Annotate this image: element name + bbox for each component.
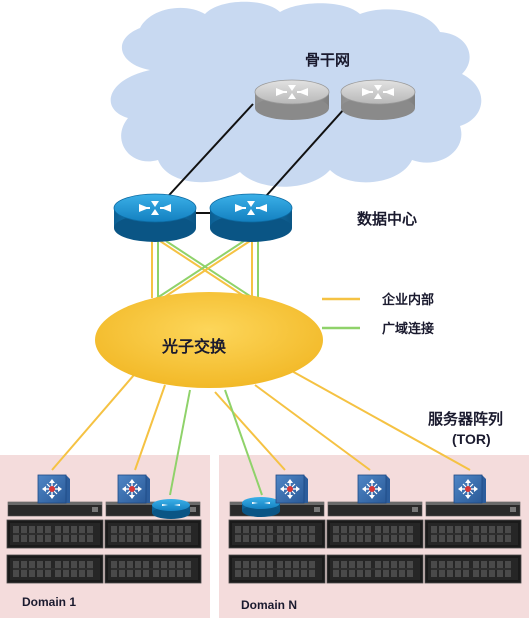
optical-switch-node bbox=[95, 292, 323, 388]
dc-router-left-icon bbox=[114, 194, 196, 242]
tor-switch-icon bbox=[37, 474, 71, 504]
domain-n-label: Domain N bbox=[241, 598, 298, 612]
server-rack-icon bbox=[6, 519, 104, 549]
backbone-router-left-icon bbox=[255, 80, 329, 120]
tor-abbrev-label: (TOR) bbox=[452, 431, 491, 447]
server-rack-icon bbox=[326, 554, 424, 584]
ocs-to-tor-links bbox=[51, 367, 471, 496]
backbone-router-right-icon bbox=[341, 80, 415, 120]
wan-router-icon bbox=[242, 497, 280, 517]
server-rack-icon bbox=[228, 554, 326, 584]
tor-switch-body bbox=[7, 501, 103, 517]
server-rack-icon bbox=[228, 519, 326, 549]
backbone-label: 骨干网 bbox=[305, 51, 351, 69]
server-rack-icon bbox=[104, 554, 202, 584]
tor-switch-icon bbox=[275, 474, 309, 504]
server-rack-icon bbox=[6, 554, 104, 584]
server-array-label: 服务器阵列 bbox=[428, 410, 504, 428]
legend-label-enterprise: 企业内部 bbox=[382, 293, 435, 308]
dc-to-ocs-links bbox=[151, 240, 259, 301]
tor-switch-icon bbox=[453, 474, 487, 504]
server-rack-icon bbox=[104, 519, 202, 549]
tor-switch-icon bbox=[117, 474, 151, 504]
dc-router-right-icon bbox=[210, 194, 292, 242]
server-rack-icon bbox=[424, 519, 522, 549]
tor-switch-icon bbox=[357, 474, 391, 504]
domain-1-label: Domain 1 bbox=[22, 595, 77, 609]
server-rack-icon bbox=[424, 554, 522, 584]
datacenter-label: 数据中心 bbox=[357, 210, 418, 228]
tor-switch-body bbox=[425, 501, 521, 517]
wan-router-icon bbox=[152, 499, 190, 519]
server-rack-icon bbox=[326, 519, 424, 549]
legend-label-wan: 广域连接 bbox=[382, 322, 435, 337]
optical-switch-label: 光子交换 bbox=[162, 337, 227, 356]
tor-switch-body bbox=[327, 501, 423, 517]
